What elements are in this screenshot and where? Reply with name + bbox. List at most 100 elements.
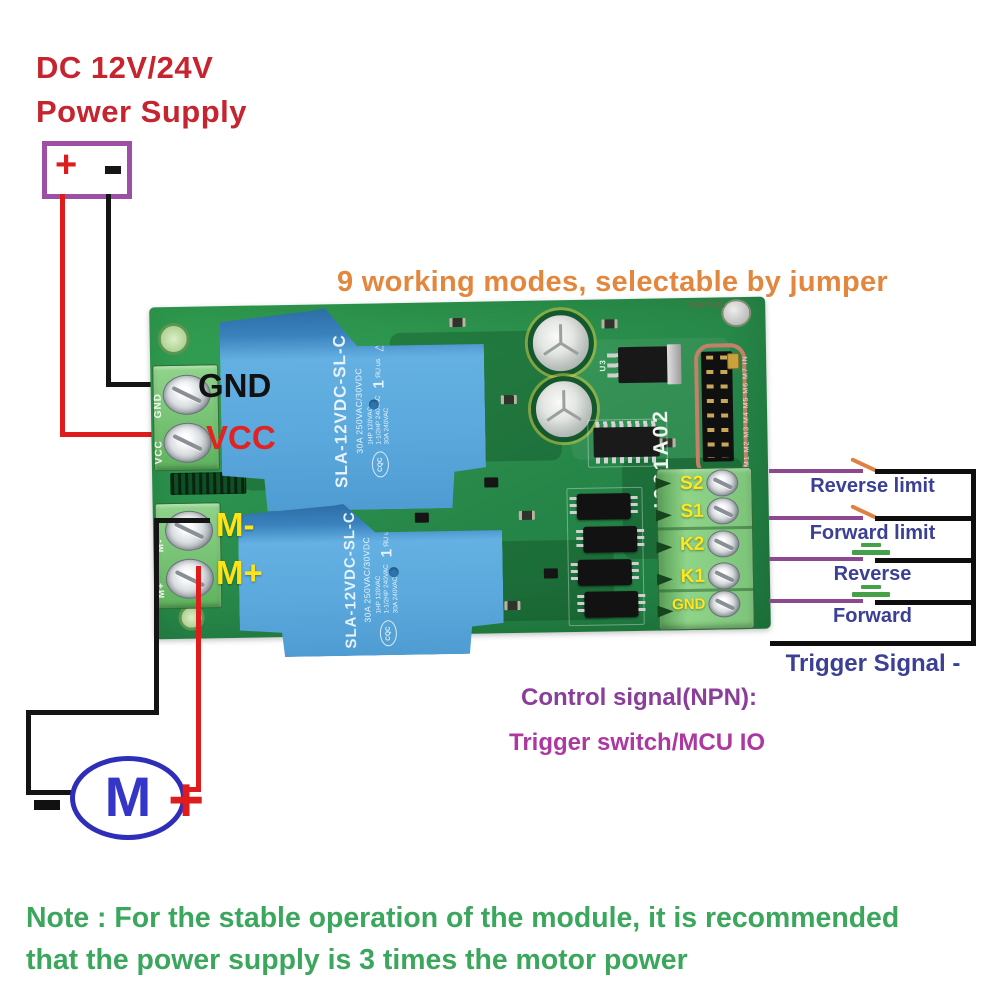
signal-terminal-s1: S1 — [662, 496, 750, 525]
power-plus-label: + — [55, 144, 78, 186]
schematic-label: Reverse — [833, 563, 912, 585]
relay-cert-row: CQC 1HP 120VAC 1-1/2HP 240VAC 30A 240VAC… — [366, 343, 393, 478]
relay-cert-row: CQC 1HP 120VAC 1-1/2HP 240VAC 30A 240VAC… — [374, 512, 401, 647]
relay-rating: 30A 250VAC/30VDC — [361, 536, 373, 623]
cqc-logo: CQC — [371, 452, 388, 478]
signal-wire-purple — [769, 469, 863, 473]
signal-terminal-k1: K1 — [663, 561, 751, 590]
smd-component — [518, 510, 535, 520]
signal-wire-purple — [769, 557, 863, 561]
terminal-screw-m-minus — [164, 510, 214, 552]
no-contact-icon — [852, 592, 890, 597]
terminal-screw — [706, 496, 740, 525]
relay-rating: 30A 250VAC/30VDC — [353, 367, 365, 454]
terminal-screw — [707, 561, 741, 590]
batch-code-silk: J0Z0633 — [689, 299, 725, 310]
vde-triangle-icon: △ — [380, 511, 393, 521]
signal-terminal-gnd: GND — [663, 589, 751, 618]
jumper-header-highlight — [693, 342, 749, 478]
ul-mark: ЯU us — [383, 527, 391, 548]
wire-black-motor-h2 — [26, 710, 159, 715]
wire-black-gnd-vertical — [106, 194, 111, 387]
signal-terminal-s2: S2 — [661, 468, 749, 497]
electrolytic-capacitor — [527, 309, 595, 377]
jumper-modes-subtitle: 9 working modes, selectable by jumper — [337, 266, 888, 298]
relay-markings: SLA-12VDC-SL-C 30A 250VAC/30VDC CQC 1HP … — [302, 503, 441, 655]
relay-hp3: 30A 240VAC — [383, 407, 391, 445]
signal-wire-black — [875, 469, 976, 474]
silk-u3: U3 — [598, 359, 608, 372]
vcc-wire-label: VCC — [206, 419, 276, 456]
power-supply-title-line2: Power Supply — [36, 94, 247, 129]
wire-black-motor-h3 — [26, 790, 76, 795]
motor-minus-sign — [34, 800, 60, 810]
optocoupler — [576, 493, 631, 520]
electrolytic-capacitor — [530, 375, 598, 443]
terminal-block-signal: S2 S1 K2 K1 GND — [656, 466, 755, 631]
terminal-label-k1: K1 — [680, 565, 706, 587]
terminal-screw — [707, 529, 740, 558]
ul-logo: 1 ЯU us — [370, 358, 388, 388]
smd-component — [500, 394, 517, 405]
wire-red-motor-v — [196, 566, 201, 792]
wire-red-vcc-vertical — [60, 194, 65, 437]
relay-model: SLA-12VDC-SL-C — [341, 511, 361, 649]
control-signal-label: Control signal(NPN): — [521, 684, 757, 711]
optocoupler — [583, 525, 638, 553]
schematic-label: Forward — [833, 605, 912, 627]
terminal-label-s1: S1 — [680, 500, 704, 522]
motor-letter: M — [104, 765, 152, 828]
wire-red-vcc-horizontal — [60, 432, 188, 437]
cqc-logo: CQC — [380, 620, 397, 646]
signal-terminal-k2: K2 — [662, 529, 750, 558]
pcb-board: GND VCC M- M+ — [149, 296, 771, 640]
no-contact-icon — [861, 585, 881, 589]
trigger-bus-vertical-line — [971, 469, 976, 646]
signal-wire-purple — [769, 516, 863, 520]
terminal-screw — [708, 589, 741, 618]
solder-pad — [721, 298, 752, 328]
motor-symbol: M — [70, 756, 186, 840]
silk-gnd: GND — [152, 392, 165, 419]
m-minus-wire-label: M- — [216, 506, 255, 543]
transistor — [543, 568, 558, 579]
terminal-label-s2: S2 — [679, 472, 704, 494]
power-minus-sign — [105, 166, 121, 174]
transistor — [414, 512, 429, 523]
wire-black-motor-v2 — [26, 710, 31, 795]
gnd-wire-label: GND — [198, 367, 272, 404]
signal-wire-black — [875, 516, 976, 521]
motor-plus-label: + — [168, 766, 205, 835]
note-line2: that the power supply is 3 times the mot… — [26, 944, 688, 976]
wire-black-motor-h1 — [154, 518, 210, 523]
no-contact-icon — [852, 550, 890, 555]
schematic-label: Forward limit — [809, 522, 936, 544]
smd-component — [504, 600, 521, 611]
note-line1: Note : For the stable operation of the m… — [26, 902, 900, 934]
capacitor-crimp-icon — [546, 390, 582, 422]
smd-component — [449, 317, 466, 328]
header-pin-silk: M1 M2 M3 M4 M5 M6 M7 IN — [742, 355, 752, 468]
ul-mark: ЯU us — [374, 358, 382, 379]
optocoupler — [584, 590, 639, 618]
terminal-screw-vcc — [163, 422, 212, 464]
optocoupler — [577, 559, 633, 586]
trigger-switch-label: Trigger switch/MCU IO — [509, 729, 766, 756]
terminal-screw-m-plus — [165, 558, 215, 600]
wire-black-gnd-horizontal — [106, 382, 188, 387]
power-supply-box: + — [42, 141, 132, 199]
smd-component — [601, 319, 618, 329]
relay: SLA-12VDC-SL-C 30A 250VAC/30VDC CQC 1HP … — [238, 501, 505, 658]
schematic-label: Reverse limit — [810, 475, 935, 497]
wire-black-motor-v1 — [154, 518, 159, 715]
wire-red-motor-h — [173, 787, 201, 792]
relay-model: SLA-12VDC-SL-C — [329, 334, 352, 489]
terminal-label-gnd: GND — [671, 595, 706, 613]
vde-triangle-icon: △ — [372, 343, 385, 352]
signal-wire-black — [875, 558, 976, 563]
mounting-hole — [157, 322, 190, 356]
capacitor-crimp-icon — [543, 324, 579, 356]
signal-wire-black — [875, 600, 976, 605]
ul-number: 1 — [369, 379, 388, 389]
